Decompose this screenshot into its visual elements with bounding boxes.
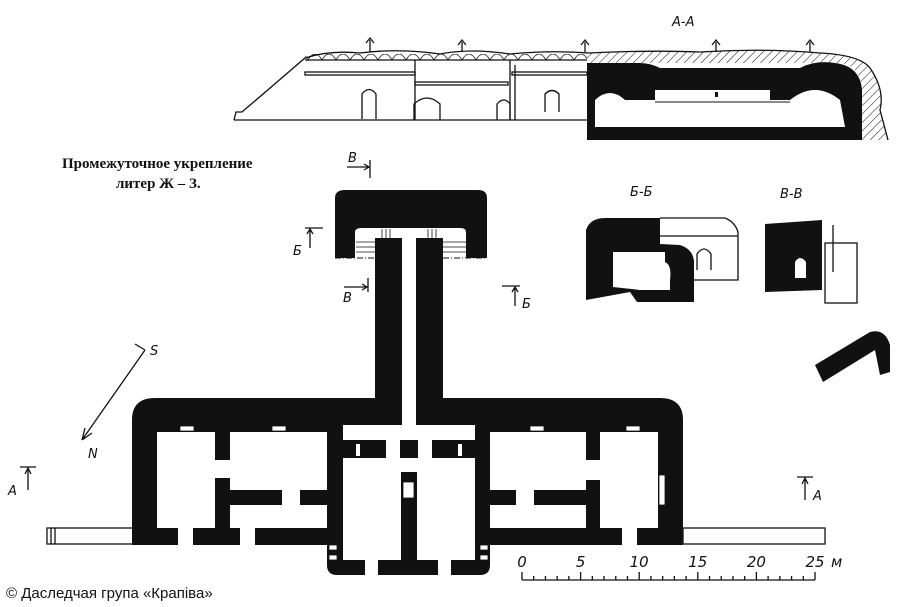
scale-unit: м bbox=[831, 553, 842, 571]
scale-tick-label: 15 bbox=[688, 553, 707, 571]
section-v-v: В-В bbox=[765, 187, 858, 304]
compass-south: S bbox=[150, 344, 158, 359]
title-line-1: Промежуточное укрепление bbox=[62, 156, 253, 172]
marker-a-left: А bbox=[7, 484, 17, 499]
scale-tick-label: 10 bbox=[630, 553, 649, 571]
compass-arrow-icon: S N bbox=[81, 343, 158, 462]
marker-b-right: Б bbox=[522, 297, 531, 312]
section-b-b-label: Б-Б bbox=[630, 185, 653, 200]
marker-b-left: Б bbox=[293, 244, 302, 259]
section-b-b: Б-Б bbox=[586, 185, 739, 302]
scale-tick-label: 25 bbox=[805, 553, 824, 571]
wall-fragment bbox=[815, 331, 890, 382]
vent-icons bbox=[365, 36, 815, 52]
earth-hatching bbox=[587, 50, 888, 140]
section-a-a: А-А bbox=[233, 15, 889, 141]
marker-a-right: А bbox=[812, 489, 822, 504]
marker-v-bottom: В bbox=[343, 291, 352, 306]
section-markers: А А Б Б В В bbox=[7, 151, 822, 504]
floor-plan bbox=[46, 190, 826, 575]
section-v-v-label: В-В bbox=[780, 187, 803, 202]
scale-tick-label: 5 bbox=[576, 553, 586, 571]
copyright-text: © Даследчая група «Крапіва» bbox=[6, 585, 213, 602]
section-a-a-label: А-А bbox=[671, 15, 694, 30]
vault-arches bbox=[305, 54, 587, 64]
left-ramp bbox=[46, 527, 134, 545]
marker-v-top: В bbox=[348, 151, 357, 166]
title-line-2: литер Ж – З. bbox=[116, 176, 201, 192]
compass-north: N bbox=[88, 447, 98, 462]
scale-bar: 0 5 10 15 20 25 м bbox=[517, 553, 842, 581]
scale-tick-label: 0 bbox=[517, 553, 527, 571]
right-ramp bbox=[682, 527, 826, 545]
scale-tick-label: 20 bbox=[747, 553, 766, 571]
